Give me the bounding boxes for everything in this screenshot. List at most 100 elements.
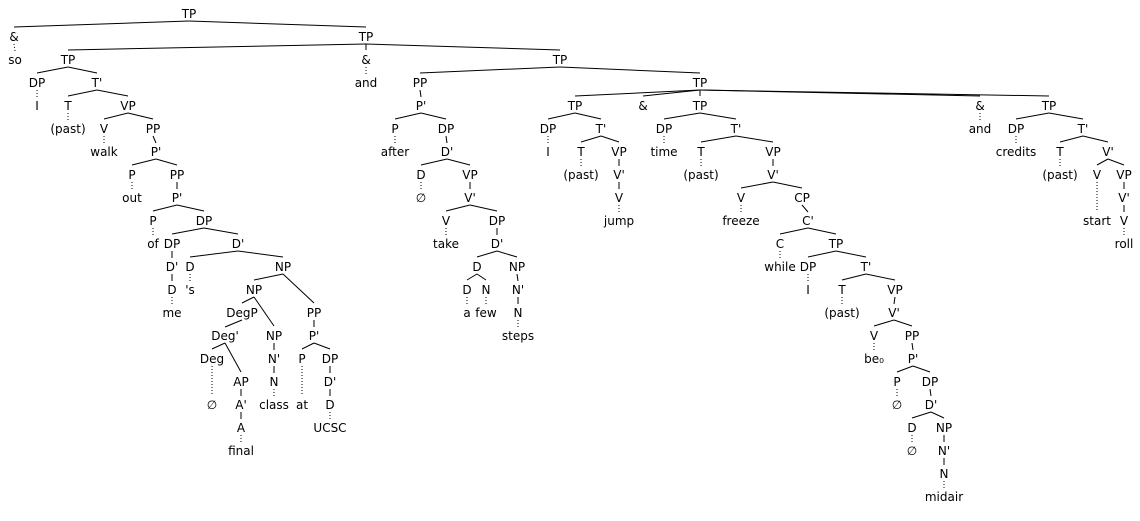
word-start: start: [1083, 214, 1111, 228]
word-of: of: [147, 237, 159, 251]
node-dp: DP: [164, 237, 180, 251]
branch-line: [365, 43, 561, 51]
node-pp: PP: [170, 168, 184, 182]
word-freeze: freeze: [722, 214, 759, 228]
node-c: C: [776, 237, 784, 251]
node-conj: &: [975, 99, 984, 113]
branch-line: [574, 112, 602, 120]
branch-line: [1048, 112, 1084, 120]
node-d-bar: D': [232, 237, 245, 251]
branch-line: [1107, 158, 1125, 166]
node-tp: TP: [358, 30, 374, 44]
branch-line: [807, 227, 837, 235]
word-midair: midair: [925, 490, 963, 504]
node-dp: DP: [322, 352, 338, 366]
branch-line: [313, 342, 331, 350]
node-v: V: [100, 122, 109, 136]
node-d-bar: D': [925, 398, 938, 412]
node-vp: VP: [611, 145, 626, 159]
node-t-bar: T': [730, 122, 742, 136]
branch-line: [1059, 135, 1084, 143]
node-p: P: [128, 168, 135, 182]
node-p-bar: P': [151, 145, 162, 159]
node-d-bar: D': [324, 375, 337, 389]
node-v: V: [870, 329, 879, 343]
branch-line: [740, 181, 774, 189]
node-tp: TP: [60, 53, 76, 67]
node-tp: TP: [552, 53, 568, 67]
branch-line: [476, 250, 498, 258]
node-pp: PP: [413, 76, 427, 90]
word-past: (past): [824, 306, 859, 320]
node-n: N: [482, 283, 491, 297]
word-steps: steps: [502, 329, 534, 343]
node-dp: DP: [800, 260, 816, 274]
node-vp: VP: [120, 99, 135, 113]
branch-line: [469, 204, 498, 212]
node-v-bar: V': [464, 191, 476, 205]
node-v-bar: V': [767, 168, 779, 182]
node-t-bar: T': [1077, 122, 1089, 136]
node-np: NP: [509, 260, 525, 274]
word-bars: 's: [185, 283, 195, 297]
branch-line: [893, 319, 913, 327]
branch-line: [189, 250, 239, 258]
node-dp: DP: [29, 76, 45, 90]
branch-line: [735, 135, 774, 143]
branch-line: [224, 342, 242, 373]
node-v: V: [1093, 168, 1102, 182]
branch-line: [36, 66, 69, 74]
branch-line: [445, 204, 471, 212]
branch-line: [176, 204, 205, 212]
word-conj: &: [638, 99, 647, 113]
word-final: final: [228, 444, 254, 458]
branch-line: [912, 365, 931, 373]
branch-line: [801, 204, 809, 213]
node-vp: VP: [462, 168, 477, 182]
word-i: I: [35, 99, 39, 113]
word-after: after: [381, 145, 409, 159]
node-n-bar: N': [268, 352, 280, 366]
node-np: NP: [936, 421, 952, 435]
node-c-bar: C': [802, 214, 814, 228]
branch-line: [96, 89, 129, 97]
word-and: and: [355, 76, 378, 90]
word-ucsc: UCSC: [313, 421, 346, 435]
branch-line: [131, 158, 157, 166]
branch-line: [699, 112, 737, 120]
node-v-bar: V': [1102, 145, 1114, 159]
node-t: T: [1055, 145, 1064, 159]
branch-line: [911, 342, 914, 351]
node-t: T: [696, 145, 705, 159]
node-d: D: [185, 260, 194, 274]
branch-line: [893, 296, 896, 305]
branch-line: [896, 365, 914, 373]
word-time: time: [650, 145, 677, 159]
node-pp: PP: [905, 329, 919, 343]
node-dp: DP: [196, 214, 212, 228]
node-d-bar: D': [166, 260, 179, 274]
branch-line: [419, 66, 561, 74]
branch-line: [171, 227, 205, 235]
word-me: me: [162, 306, 181, 320]
branch-line: [496, 250, 518, 258]
node-d: D: [416, 168, 425, 182]
branch-line: [241, 296, 255, 304]
node-cp: CP: [794, 191, 810, 205]
word-past: (past): [50, 122, 85, 136]
word-null: ∅: [907, 444, 917, 458]
node-a: A: [237, 421, 246, 435]
node-p-bar: P': [908, 352, 919, 366]
node-deg: Deg: [200, 352, 224, 366]
node-v: V: [1120, 214, 1129, 228]
node-tp: TP: [181, 7, 197, 21]
node-t-bar: T': [91, 76, 103, 90]
branch-line: [152, 135, 157, 144]
node-tp: TP: [1041, 99, 1057, 113]
node-conj: &: [361, 53, 370, 67]
node-deg-bar: Deg': [211, 329, 239, 343]
node-n: N: [270, 375, 279, 389]
branch-line: [103, 112, 129, 120]
branch-line: [13, 43, 16, 52]
branch-line: [841, 273, 867, 281]
